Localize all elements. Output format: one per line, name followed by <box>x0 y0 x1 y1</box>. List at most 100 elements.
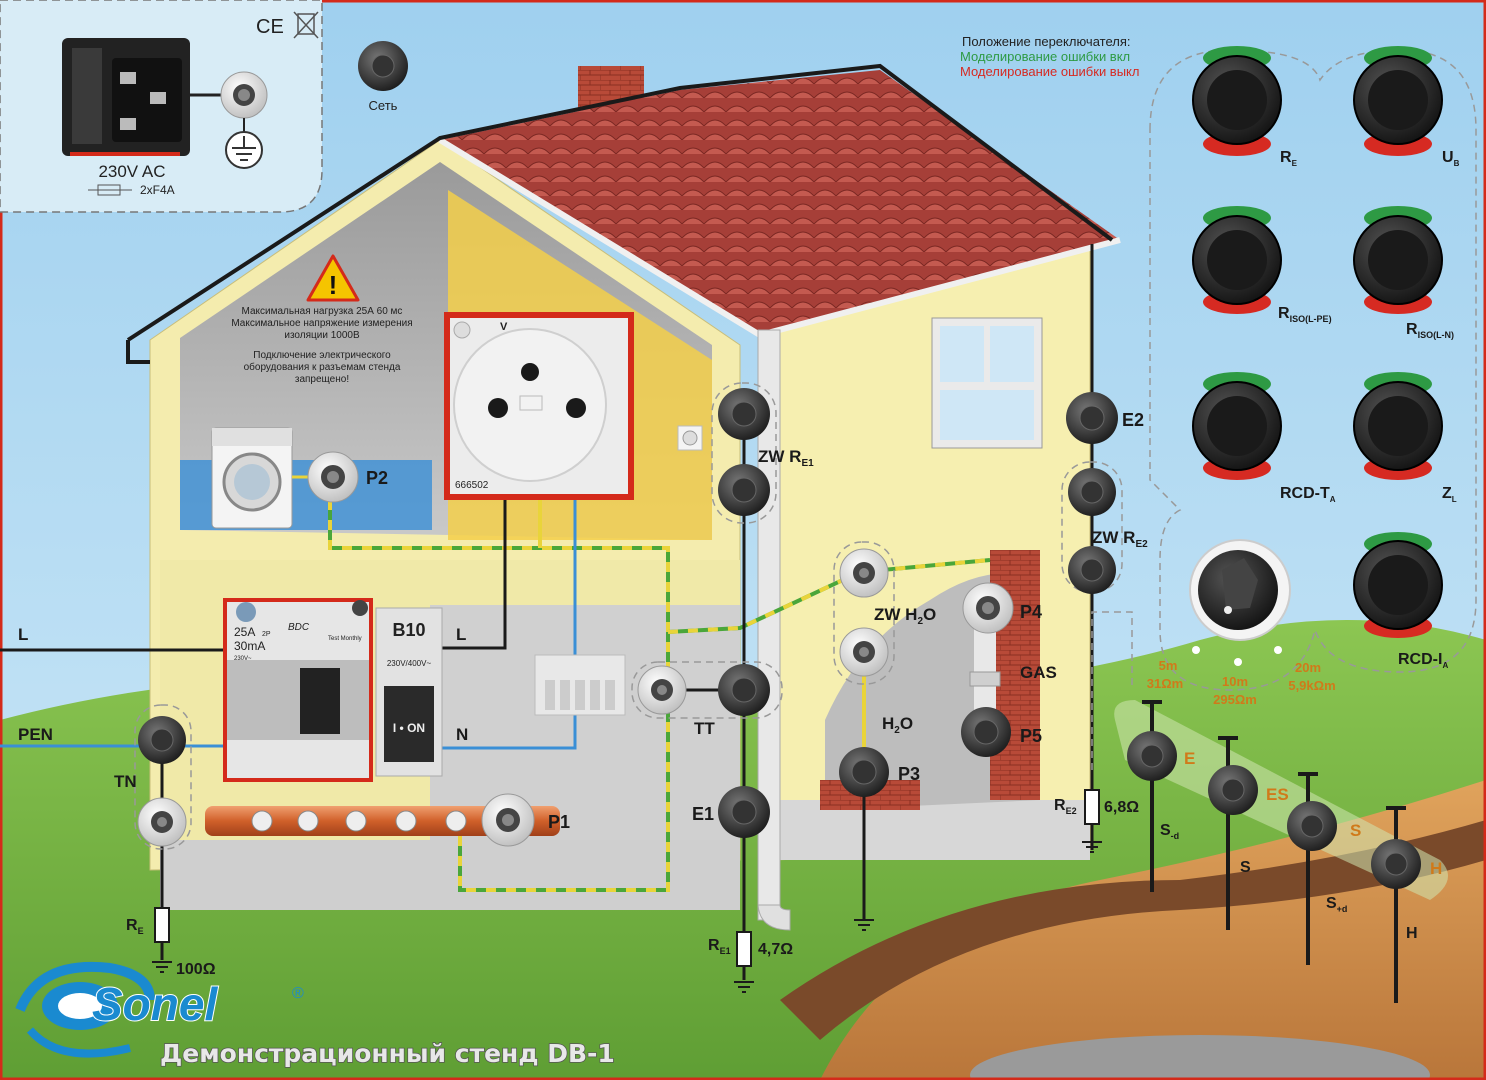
re1-ground-icon <box>734 981 754 993</box>
sonel-logo-text: Sonel <box>92 978 218 1030</box>
switch-zl[interactable] <box>1353 372 1443 480</box>
pe-wire-main-stripe <box>328 500 670 892</box>
inlet-pin <box>150 92 166 104</box>
soil-layer <box>820 780 1486 1080</box>
p2-terminal[interactable] <box>307 451 359 503</box>
rcd-rating: 25A <box>234 625 255 639</box>
switch-panel-outline <box>1149 49 1477 691</box>
pe-terminal[interactable] <box>220 71 268 119</box>
rotary-p3-dist: 20m <box>1295 660 1321 675</box>
gas-label: GAS <box>1020 663 1057 682</box>
probe-s-terminal[interactable] <box>1287 801 1337 851</box>
switch-rcd-ta[interactable] <box>1192 372 1282 480</box>
e2-terminal[interactable] <box>1066 392 1118 444</box>
zw-re2-group-outline <box>1061 461 1123 593</box>
socket-pin <box>521 363 539 381</box>
e1-terminal[interactable] <box>718 786 770 838</box>
switch-riso-ln-label-main: R <box>1406 321 1418 338</box>
switch-riso-ln[interactable] <box>1353 206 1443 314</box>
mains-label: Сеть <box>369 98 398 113</box>
mains-terminal[interactable] <box>358 41 408 91</box>
p3-ground-icon <box>854 919 874 931</box>
warning-line-2: Максимальное напряжение измерения <box>231 318 412 329</box>
mcb-toggle[interactable] <box>384 686 434 762</box>
re2-label: RE2 <box>1054 797 1077 816</box>
tt-terminal[interactable] <box>637 665 687 715</box>
rcd-volt: 230V~ <box>234 656 252 662</box>
ce-mark: CE <box>256 16 284 38</box>
s-plus-label-main: S <box>1326 895 1337 912</box>
zw-h2o-terminal-top[interactable] <box>839 548 889 598</box>
re-value: 100Ω <box>176 961 216 978</box>
rotary-dot-1 <box>1192 646 1200 654</box>
p4-label: P4 <box>1020 602 1042 622</box>
re1-label-main: R <box>708 937 720 954</box>
switch-zl-label: ZL <box>1442 485 1457 504</box>
p5-terminal[interactable] <box>961 707 1011 757</box>
re2-label-main: R <box>1054 797 1066 814</box>
rotary-p2-res: 295Ωm <box>1213 692 1257 707</box>
re1-resistor <box>736 931 752 967</box>
rcd-device[interactable] <box>223 598 373 782</box>
ground-icon <box>225 131 263 169</box>
probe-e-terminal[interactable] <box>1127 731 1177 781</box>
s-plus-label-sub: +d <box>1337 904 1348 914</box>
h2o-label-tail: O <box>900 714 913 733</box>
warning-line-5: оборудования к разъемам стенда <box>244 361 401 373</box>
rotary-p1-dist: 5m <box>1159 658 1178 673</box>
switch-zl-label-main: Z <box>1442 485 1452 502</box>
probe-es-label: ES <box>1266 785 1289 804</box>
pen-terminal[interactable] <box>138 716 186 764</box>
switch-ub[interactable] <box>1353 46 1443 156</box>
probe-group-outline <box>1091 611 1133 770</box>
rotary-selector[interactable] <box>1189 539 1291 641</box>
probe-es-terminal[interactable] <box>1208 765 1258 815</box>
zw-re2-terminal-top[interactable] <box>1068 468 1116 516</box>
zw-h2o-terminal-bottom[interactable] <box>839 627 889 677</box>
switch-zl-label-sub: L <box>1452 495 1457 504</box>
p1-label: P1 <box>548 812 570 832</box>
e2-label: E2 <box>1122 410 1144 430</box>
switch-rcd-ia[interactable] <box>1353 532 1443 638</box>
p3-terminal[interactable] <box>839 747 889 797</box>
zw-h2o-label: ZW H2O <box>874 605 936 627</box>
tt-group-outline <box>631 661 783 719</box>
probe-h-terminal[interactable] <box>1371 839 1421 889</box>
switch-re[interactable] <box>1192 46 1282 156</box>
p1-terminal[interactable] <box>481 793 535 847</box>
rock-bottom <box>970 1035 1430 1080</box>
zw-re2-label: ZW RE2 <box>1092 528 1148 550</box>
tt-e1-terminal[interactable] <box>718 664 770 716</box>
h2o-label-sub: 2 <box>894 725 900 736</box>
zw-re2-terminal-bottom[interactable] <box>1068 546 1116 594</box>
l-label-mcb: L <box>456 625 466 644</box>
p4-terminal[interactable] <box>962 582 1014 634</box>
zw-re1-terminal-bottom[interactable] <box>718 464 770 516</box>
re2-ground-icon <box>1082 841 1102 853</box>
rcd-toggle[interactable] <box>300 668 340 734</box>
fuse-drawer[interactable] <box>72 48 102 144</box>
zw-re1-terminal-top[interactable] <box>718 388 770 440</box>
re-resistor <box>154 907 170 943</box>
switch-rcd-ia-label-main: RCD-I <box>1398 651 1442 668</box>
tn-terminal[interactable] <box>137 797 187 847</box>
switch-ub-label: UB <box>1442 149 1460 168</box>
roof <box>440 70 1120 335</box>
mcb-switch: I • ON <box>393 721 425 735</box>
switch-riso-lpe[interactable] <box>1192 206 1282 314</box>
wall-socket[interactable] <box>444 312 634 500</box>
fuse-rating: 2xF4A <box>140 183 175 197</box>
mcb-device[interactable] <box>375 607 443 777</box>
socket-hole <box>566 398 586 418</box>
zw-re1-label-sub: E1 <box>801 458 814 469</box>
rcd-trip: 30mA <box>234 639 265 653</box>
switch-riso-lpe-label-sub: ISO(L-PE) <box>1290 314 1332 324</box>
sonel-logo <box>15 962 155 1058</box>
sonel-reg: ® <box>292 985 304 1002</box>
s-minus-label: S-d <box>1160 822 1179 841</box>
zw-h2o-label-sub: 2 <box>917 616 923 627</box>
house-window <box>931 317 1043 449</box>
mcb-volt: 230V/400V~ <box>387 659 432 668</box>
switch-ub-label-sub: B <box>1454 159 1460 168</box>
fuse-symbol-box <box>97 184 121 196</box>
